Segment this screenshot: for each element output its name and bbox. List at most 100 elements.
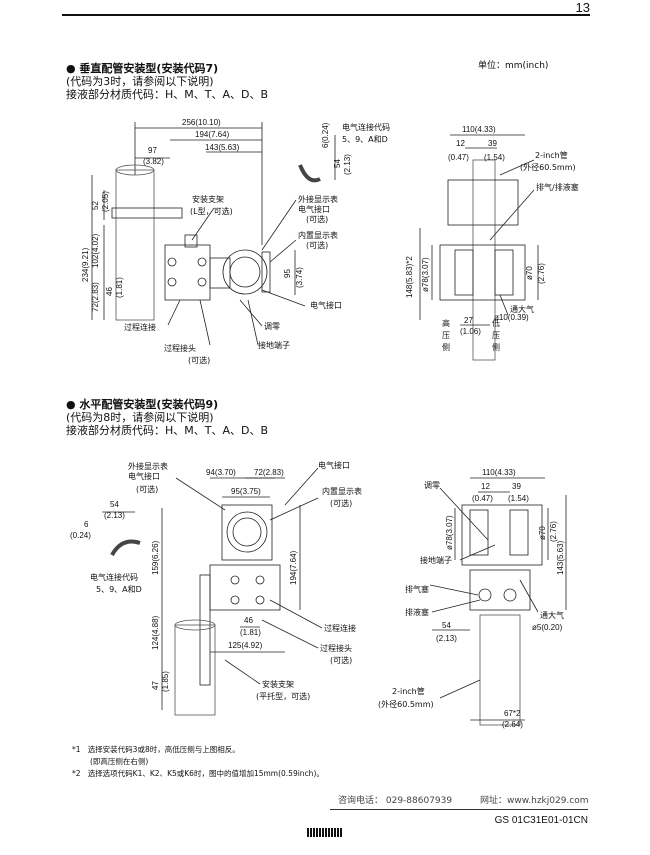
label-process-conn: 过程连接 [124, 322, 156, 332]
dim-dia78: ø78(3.07) [445, 515, 454, 550]
label-elec-code-values: 5、9、A和D [342, 135, 388, 144]
label-low-2: 压 [492, 331, 500, 340]
label-optional-3: (可选) [330, 655, 352, 665]
dim-39: 39 [512, 482, 521, 491]
dim-1-81: (1.81) [115, 277, 124, 298]
label-elec-port-2: 电气接口 [318, 460, 350, 470]
dim-110: 110(4.33) [482, 468, 516, 477]
dim-2-76: (2.76) [549, 521, 558, 542]
label-optional: (可选) [306, 214, 328, 224]
label-int-display: 内置显示表 [322, 486, 362, 496]
dim-3-82: (3.82) [143, 157, 164, 166]
dim-194: 194(7.64) [289, 550, 298, 585]
label-high-2: 压 [442, 331, 450, 340]
label-elec-port: 电气接口 [298, 204, 330, 214]
label-process-conn: 过程连接 [324, 623, 356, 633]
dim-2-13: (2.13) [343, 154, 352, 175]
contact-website[interactable]: 网址：www.hzkj029.com [480, 796, 589, 806]
unit-note: 单位：mm(inch) [478, 61, 549, 71]
label-od: (外径60.5mm) [378, 699, 434, 709]
footnote-mark: *2 [72, 769, 81, 778]
dim-12: 12 [456, 139, 465, 148]
dim-54b: 54 [442, 621, 451, 630]
label-vent-plug: 排气塞 [405, 584, 429, 594]
dim-2-13b: (2.13) [436, 634, 457, 643]
section-horizontal: ● 水平配管安装型(安装代码9) (代码为8时，请参阅以下说明) 接液部分材质代… [66, 398, 268, 437]
dim-159: 159(6.26) [151, 540, 160, 575]
dim-2-05: (2.05) [101, 191, 110, 212]
dim-dia10: ø10(0.39) [494, 313, 529, 322]
label-optional: (可选) [136, 484, 158, 494]
dim-1-54: (1.54) [508, 494, 529, 503]
dim-46: 46 [244, 616, 253, 625]
dim-0-24: (0.24) [70, 531, 91, 540]
label-low-1: 低 [492, 318, 500, 328]
label-drain-plug: 排液塞 [405, 607, 429, 617]
dim-0-47: (0.47) [448, 153, 469, 162]
label-ground: 接地端子 [258, 340, 290, 350]
dim-3-74: (3.74) [295, 267, 304, 288]
label-elec-code: 电气连接代码 [342, 122, 390, 132]
section-subtitle: (代码为3时，请参阅以下说明) [66, 75, 214, 88]
dim-95: 95 [283, 269, 292, 278]
label-elec-port-2: 电气接口 [310, 300, 342, 310]
dim-12: 12 [481, 482, 490, 491]
dim-2-64: (2.64) [502, 720, 523, 729]
footnotes: *1 选择安装代码3或8时，高低压侧与上图相反。 (即高压侧在右侧) *2 选择… [72, 744, 324, 780]
label-ext-display: 外接显示表 [128, 461, 168, 471]
section-vertical: ● 垂直配管安装型(安装代码7) (代码为3时，请参阅以下说明) 接液部分材质代… [66, 62, 268, 101]
label-optional-2: (可选) [330, 498, 352, 508]
label-low-3: 侧 [492, 342, 500, 352]
label-zero-adjust: 调零 [424, 481, 440, 490]
label-process-fitting: 过程接头 [320, 643, 352, 653]
dim-194: 194(7.64) [195, 130, 230, 139]
section-title: ● 垂直配管安装型(安装代码7) [66, 62, 219, 75]
barcode-stamp [307, 828, 343, 837]
label-vent-atm: 通大气 [540, 610, 564, 620]
dim-dia5: ø5(0.20) [532, 623, 563, 632]
footnote-1b: (即高压侧在右侧) [72, 756, 324, 768]
dim-256: 256(10.10) [182, 118, 221, 127]
dim-1-85: (1.85) [161, 671, 170, 692]
dim-67: 67*2 [504, 709, 521, 718]
dim-1-06: (1.06) [460, 327, 481, 336]
label-elec-port: 电气接口 [128, 471, 160, 481]
dim-72: 72(2.83) [91, 282, 100, 312]
label-high-1: 高 [442, 318, 450, 328]
dim-1-81: (1.81) [240, 628, 261, 637]
section-subtitle: (代码为8时，请参阅以下说明) [66, 411, 214, 424]
dim-dia70: ø70 [525, 266, 534, 280]
footnote-text: 选择安装代码3或8时，高低压侧与上图相反。 [87, 745, 240, 754]
label-bracket: 安装支架 [262, 679, 294, 689]
dim-94: 94(3.70) [206, 468, 236, 477]
label-2inch-pipe: 2-inch管 [392, 686, 425, 696]
dim-2-13: (2.13) [104, 511, 125, 520]
dim-125: 125(4.92) [228, 641, 263, 650]
label-ext-display: 外接显示表 [298, 194, 338, 204]
dim-148: 148(5.83)*2 [405, 256, 414, 298]
document-number: GS 01C31E01-01CN [494, 815, 588, 826]
section-material: 接液部分材质代码：H、M、T、A、D、B [66, 88, 269, 101]
dim-52: 52 [91, 201, 100, 210]
dim-110: 110(4.33) [462, 125, 496, 134]
label-bracket-type: (L型，可选) [190, 206, 233, 216]
label-vent-drain: 排气/排液塞 [536, 182, 579, 192]
page-number: 13 [575, 0, 590, 15]
label-int-display: 内置显示表 [298, 230, 338, 240]
label-bracket-type: (平托型，可选) [256, 691, 310, 701]
label-ground: 接地端子 [420, 555, 452, 565]
dim-54: 54 [110, 500, 119, 509]
dim-27: 27 [464, 316, 473, 325]
footnote-text: 选择选项代码K1、K2、K5或K6时，图中的值增加15mm(0.59inch)。 [87, 769, 324, 778]
dim-6: 6 [84, 520, 89, 529]
label-optional-3: (可选) [188, 355, 210, 365]
dim-39: 39 [488, 139, 497, 148]
label-process-fitting: 过程接头 [164, 343, 196, 353]
section-material: 接液部分材质代码：H、M、T、A、D、B [66, 424, 269, 437]
label-high-3: 侧 [442, 342, 450, 352]
footnote-1: *1 选择安装代码3或8时，高低压侧与上图相反。 [72, 744, 324, 756]
label-elec-code: 电气连接代码 [90, 572, 138, 582]
dim-234: 234(9.21) [81, 247, 90, 282]
